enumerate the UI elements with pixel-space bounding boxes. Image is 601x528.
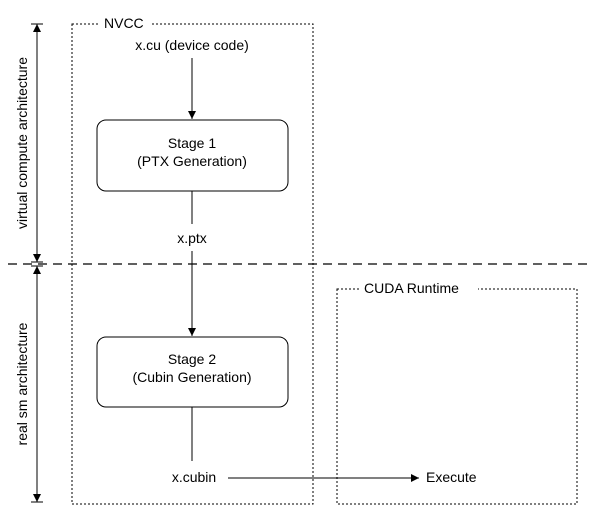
cuda-runtime-label-bg <box>360 277 478 299</box>
cuda-runtime-group-label: CUDA Runtime <box>364 280 459 296</box>
nvcc-group-label: NVCC <box>104 15 144 31</box>
nvcc-label-bg <box>98 12 150 34</box>
ptx-file-label: x.ptx <box>177 230 207 246</box>
virtual-architecture-label: virtual compute architecture <box>14 57 30 229</box>
stage1-subtitle: (PTX Generation) <box>137 153 247 169</box>
stage2-title: Stage 2 <box>168 351 216 367</box>
real-architecture-label: real sm architecture <box>14 322 30 445</box>
stage2-subtitle: (Cubin Generation) <box>132 369 251 385</box>
stage1-title: Stage 1 <box>168 135 216 151</box>
cubin-file-label: x.cubin <box>172 469 216 485</box>
execute-label: Execute <box>426 469 477 485</box>
input-file-label: x.cu (device code) <box>135 37 249 53</box>
